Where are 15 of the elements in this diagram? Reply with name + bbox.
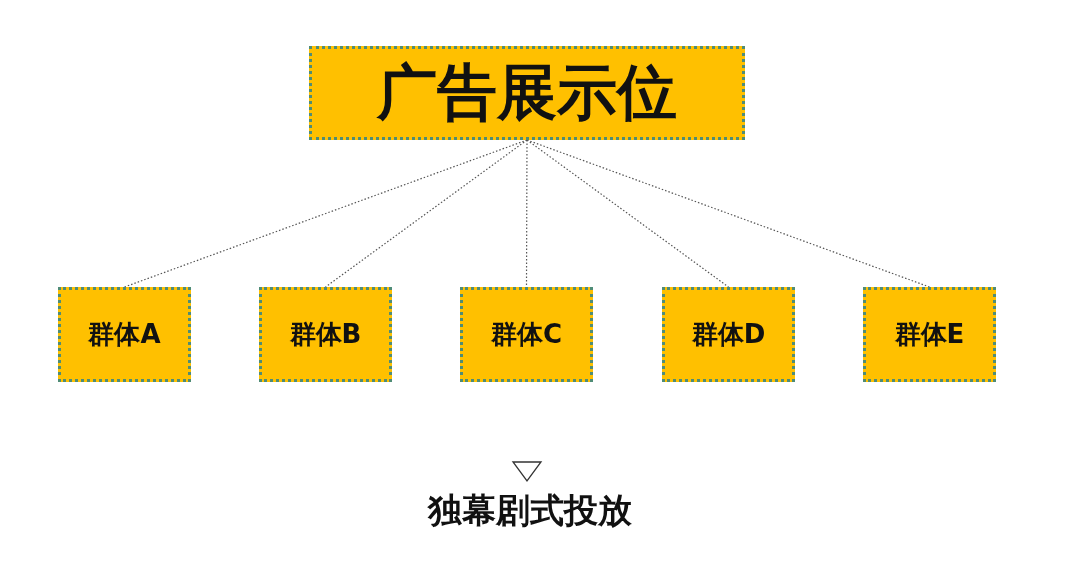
node-label: 群体C [490, 318, 563, 351]
group-box [863, 287, 996, 382]
group-box [460, 287, 593, 382]
title-box [309, 46, 745, 140]
node-label: 群体D [691, 318, 766, 351]
node-label: 广告展示位 [377, 55, 677, 129]
node-label: 群体A [88, 318, 161, 351]
connector-line [525, 139, 528, 288]
node-label: 群体E [894, 318, 965, 351]
group-box [58, 287, 191, 382]
group-box [662, 287, 795, 382]
node-label: 群体B [289, 318, 362, 351]
group-box [259, 287, 392, 382]
caption: 独幕剧式投放 [426, 489, 633, 532]
connector-line [526, 139, 730, 288]
